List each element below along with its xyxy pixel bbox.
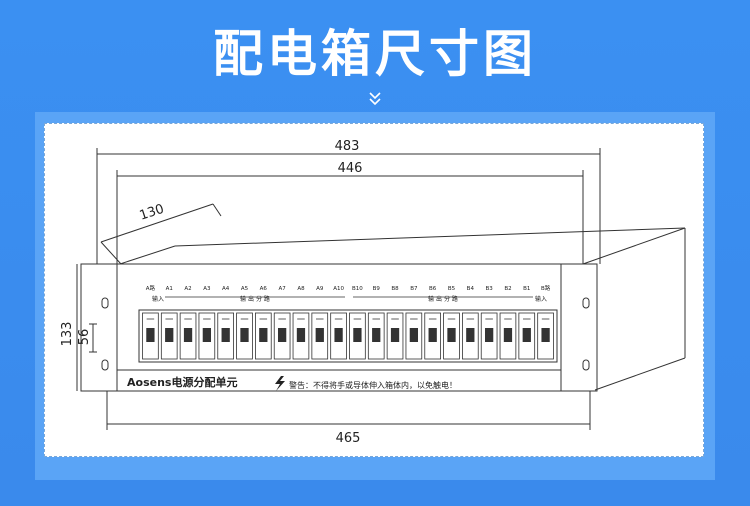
breaker-label: B5 bbox=[448, 286, 456, 292]
breaker-handle bbox=[240, 328, 249, 342]
breaker-handle bbox=[390, 328, 400, 342]
breaker-handle bbox=[484, 328, 494, 342]
page-title: 配电箱尺寸图 bbox=[213, 25, 537, 83]
breaker-label: A6 bbox=[260, 286, 268, 292]
dimension-drawing: A路 A1 A2 A3 A4 A5 A6 A7 A8 A9 A10 B10 B9 B8 B7 B6 B5 B4 B3… bbox=[60, 139, 686, 446]
breaker-handle bbox=[334, 328, 343, 342]
breaker-handle bbox=[165, 328, 174, 342]
drawing-panel: A路 A1 A2 A3 A4 A5 A6 A7 A8 A9 A10 B10 B9 B8 B7 B6 B5 B4 B3… bbox=[44, 123, 704, 457]
double-chevron-down-icon bbox=[369, 92, 381, 106]
breaker-handle bbox=[409, 328, 419, 342]
breaker-label: B3 bbox=[485, 286, 493, 292]
breaker-label: B10 bbox=[352, 286, 363, 292]
breaker-handle bbox=[296, 328, 306, 342]
breaker-label: A路 bbox=[146, 284, 156, 292]
breaker-handle bbox=[428, 328, 437, 342]
breaker-handle bbox=[146, 328, 155, 342]
breaker-handle bbox=[183, 328, 193, 342]
breaker-label: A10 bbox=[333, 286, 344, 292]
left-input-label: 输入 bbox=[152, 295, 164, 303]
breaker-handle bbox=[353, 328, 362, 342]
breaker-label: B8 bbox=[391, 286, 399, 292]
dim-inner-width: 446 bbox=[338, 161, 363, 176]
breaker-handle bbox=[259, 328, 268, 342]
breaker-handle bbox=[202, 328, 212, 342]
breaker-label: A1 bbox=[166, 286, 173, 292]
breaker-label: B路 bbox=[541, 284, 551, 292]
breaker-label: A7 bbox=[279, 286, 287, 292]
dim-bottom-width: 465 bbox=[336, 431, 361, 446]
breaker-label: B1 bbox=[523, 286, 530, 292]
breaker-label: A9 bbox=[316, 286, 324, 292]
right-input-label: 输入 bbox=[535, 295, 547, 303]
breaker-label: A4 bbox=[222, 286, 230, 292]
right-output-label: 输 出 分 路 bbox=[428, 295, 458, 303]
breaker-label: A5 bbox=[241, 286, 249, 292]
dim-inner-height: 56 bbox=[77, 329, 92, 346]
breaker-label: A2 bbox=[184, 286, 191, 292]
dim-height: 133 bbox=[60, 322, 75, 347]
dim-overall-width: 483 bbox=[335, 139, 360, 154]
breaker-handle bbox=[277, 328, 287, 342]
warning-label: 警告：不得将手或导体伸入箱体内，以免触电！ bbox=[289, 380, 457, 390]
breaker-label: A3 bbox=[203, 286, 211, 292]
breaker-handle bbox=[315, 328, 324, 342]
breaker-label: B2 bbox=[504, 286, 511, 292]
breaker-handle bbox=[522, 328, 531, 342]
breaker-group bbox=[142, 312, 554, 360]
breaker-handle bbox=[541, 328, 550, 342]
breaker-handle bbox=[221, 328, 230, 342]
breaker-label-row: A路 A1 A2 A3 A4 A5 A6 A7 A8 A9 A10 B10 B9 B8 B7 B6 B5 B4 B3… bbox=[146, 284, 551, 292]
breaker-handle bbox=[447, 328, 456, 342]
breaker-handle bbox=[503, 328, 513, 342]
breaker-label: B9 bbox=[373, 286, 381, 292]
breaker-handle bbox=[372, 328, 381, 342]
breaker-label: B6 bbox=[429, 286, 437, 292]
breaker-label: B7 bbox=[410, 286, 418, 292]
breaker-label: B4 bbox=[467, 286, 475, 292]
dim-depth: 130 bbox=[138, 202, 166, 224]
lightning-icon bbox=[275, 376, 285, 391]
breaker-handle bbox=[466, 328, 475, 342]
brand-label: Aosens电源分配单元 bbox=[127, 375, 237, 389]
left-output-label: 输 出 分 路 bbox=[240, 295, 270, 303]
breaker-label: A8 bbox=[297, 286, 305, 292]
